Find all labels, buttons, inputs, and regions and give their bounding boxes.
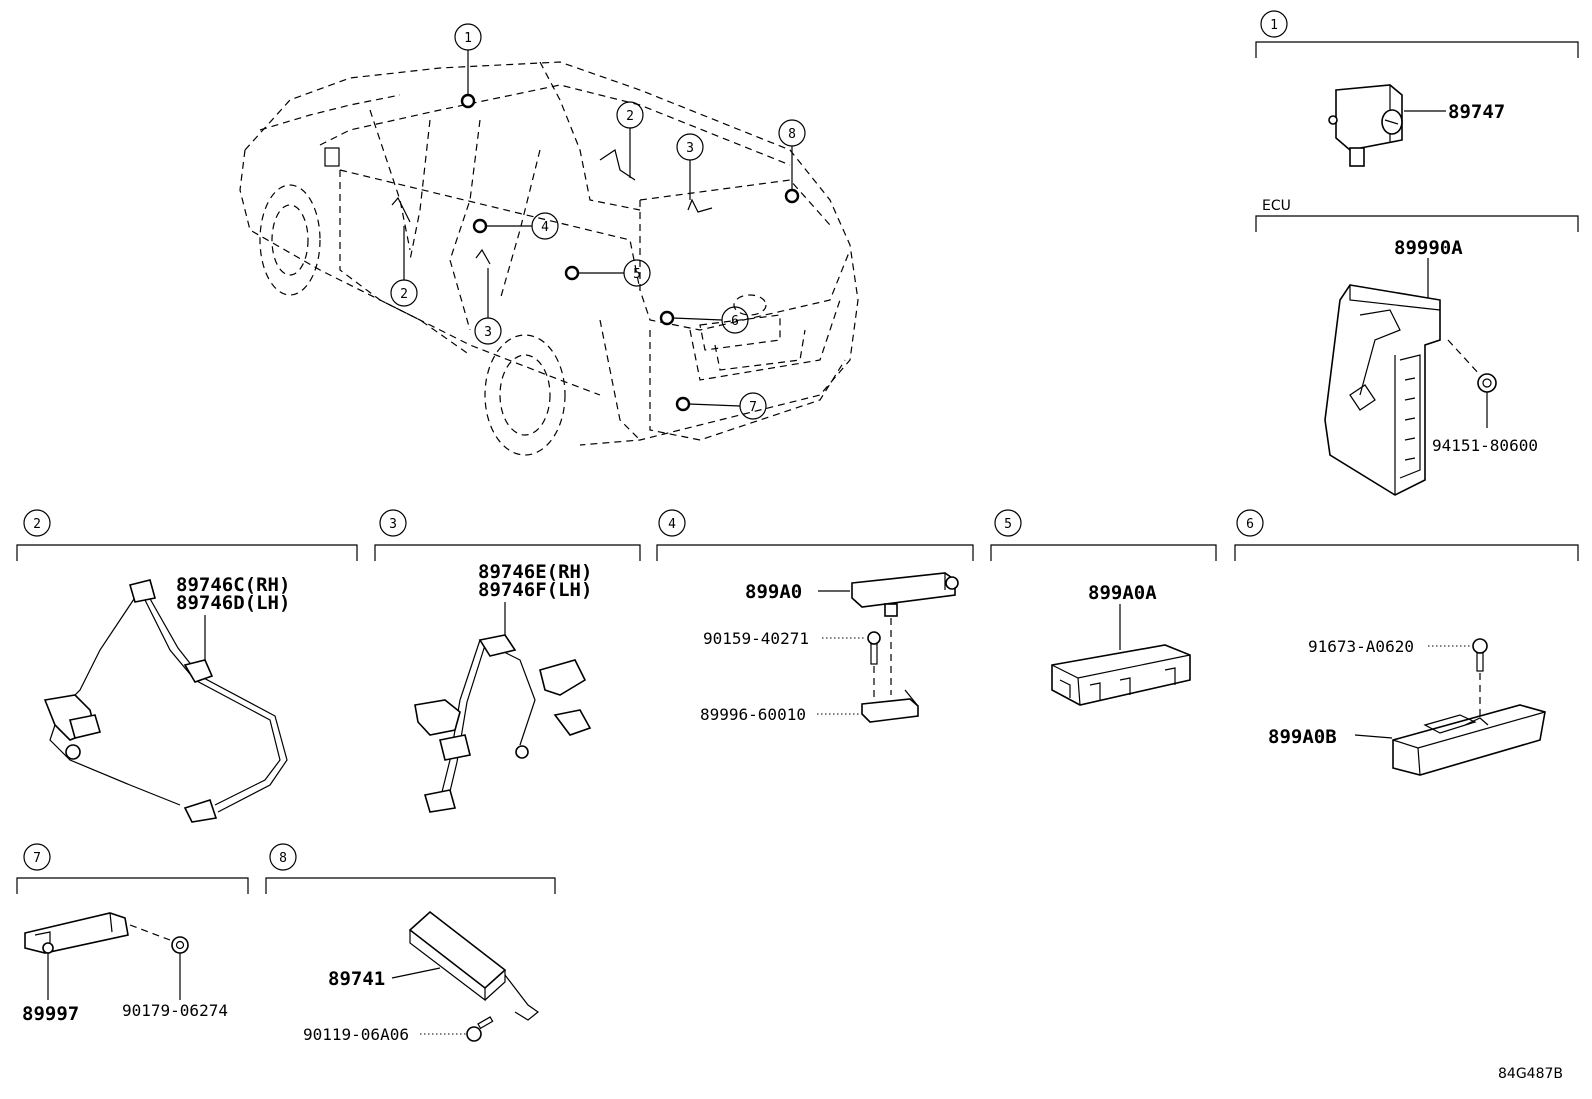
part-89746D-LH: 89746D(LH) — [176, 592, 290, 614]
vehicle-callout-6: 6 — [731, 314, 739, 329]
section-6: 6 91673-A0620 899A0B — [1234, 509, 1579, 776]
section-6-number: 6 — [1246, 517, 1254, 532]
part-89746C-RH: 89746C(RH) — [176, 574, 290, 596]
vehicle-callout-7: 7 — [749, 400, 757, 415]
part-899A0B: 899A0B — [1268, 726, 1337, 748]
section-8-number: 8 — [279, 851, 287, 866]
vehicle-callout-5: 5 — [633, 267, 641, 282]
vehicle-callout-8: 8 — [788, 127, 796, 142]
part-91673-A0620: 91673-A0620 — [1308, 637, 1414, 656]
part-90119-06A06: 90119-06A06 — [303, 1025, 409, 1044]
vehicle-callout-3b: 3 — [484, 325, 492, 340]
part-899A0A: 899A0A — [1088, 582, 1157, 604]
part-89741: 89741 — [328, 968, 385, 990]
section-ecu: ECU 89990A 94151-80600 — [1255, 198, 1579, 496]
section-2-number: 2 — [33, 517, 41, 532]
part-899A0: 899A0 — [745, 581, 802, 603]
part-89996-60010: 89996-60010 — [700, 705, 806, 724]
section-8: 8 89741 90119-06A06 — [265, 843, 556, 1044]
part-89997: 89997 — [22, 1003, 79, 1025]
section-3: 3 89746E(RH) 89746F(LH) — [374, 509, 641, 813]
section-5: 5 899A0A — [990, 509, 1217, 706]
section-ecu-label: ECU — [1262, 198, 1291, 214]
vehicle-callout-4: 4 — [541, 220, 549, 235]
section-7: 7 89997 90179-06274 — [16, 843, 249, 1025]
part-90179-06274: 90179-06274 — [122, 1001, 228, 1020]
vehicle-callout-2b: 2 — [400, 287, 408, 302]
vehicle-callout-1: 1 — [464, 31, 472, 46]
section-3-number: 3 — [389, 517, 397, 532]
part-89746F-LH: 89746F(LH) — [478, 579, 592, 601]
section-2: 2 89746C(RH) 89746D(LH) — [16, 509, 358, 823]
part-89990A: 89990A — [1394, 237, 1463, 259]
diagram-reference-code: 84G487B — [1498, 1066, 1563, 1082]
vehicle-callout-3: 3 — [686, 141, 694, 156]
part-89747: 89747 — [1448, 101, 1505, 123]
section-5-number: 5 — [1004, 517, 1012, 532]
section-4: 4 899A0 90159-40271 89996-60010 — [656, 509, 974, 724]
section-4-number: 4 — [668, 517, 676, 532]
vehicle-illustration — [239, 50, 859, 456]
vehicle-callouts: 1 2 3 4 5 6 7 8 2 3 — [390, 23, 806, 420]
section-1: 1 89747 — [1255, 10, 1579, 167]
part-89746E-RH: 89746E(RH) — [478, 561, 592, 583]
part-90159-40271: 90159-40271 — [703, 629, 809, 648]
section-1-number: 1 — [1270, 18, 1278, 33]
part-94151-80600: 94151-80600 — [1432, 436, 1538, 455]
section-7-number: 7 — [33, 851, 41, 866]
vehicle-callout-2: 2 — [626, 109, 634, 124]
